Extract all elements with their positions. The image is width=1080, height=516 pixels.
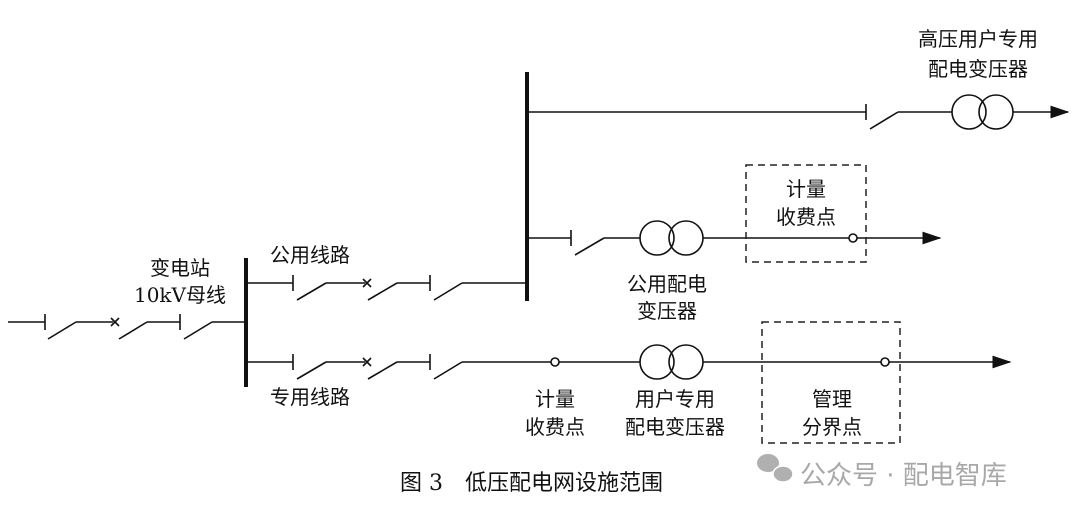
incoming-feeder bbox=[8, 314, 246, 340]
boundary-box bbox=[761, 321, 901, 444]
boundary-label: 分界点 bbox=[802, 415, 862, 439]
meter-label: 收费点 bbox=[776, 205, 836, 229]
wechat-icon bbox=[757, 454, 794, 483]
substation-label: 变电站 bbox=[150, 256, 210, 280]
private-line bbox=[246, 321, 1012, 444]
public-line-label: 公用线路 bbox=[270, 243, 350, 267]
hv-transformer-label: 配电变压器 bbox=[928, 57, 1028, 81]
user-transformer-label: 配电变压器 bbox=[625, 415, 725, 439]
watermark: 公众号 · 配电智库 bbox=[800, 461, 1007, 491]
metering-point-icon bbox=[550, 357, 560, 367]
transformer-icon bbox=[639, 220, 675, 256]
metering-box bbox=[745, 164, 867, 263]
meter-label: 计量 bbox=[786, 177, 826, 201]
substation-label: 10kV母线 bbox=[134, 283, 226, 307]
hv-transformer-label: 高压用户专用 bbox=[918, 27, 1038, 51]
public-transformer-label: 变压器 bbox=[637, 299, 697, 323]
user-transformer-label: 用户专用 bbox=[635, 387, 715, 411]
transformer-icon bbox=[951, 94, 987, 130]
figure-caption: 图 3 低压配电网设施范围 bbox=[400, 471, 663, 496]
hv-user-branch bbox=[527, 94, 1070, 130]
boundary-point-icon bbox=[880, 357, 890, 367]
meter-label: 收费点 bbox=[525, 415, 585, 439]
metering-point-icon bbox=[848, 233, 858, 243]
public-line bbox=[246, 275, 527, 301]
transformer-icon bbox=[639, 344, 675, 380]
private-line-label: 专用线路 bbox=[270, 385, 350, 409]
public-transformer-branch bbox=[527, 164, 942, 263]
boundary-label: 管理 bbox=[812, 387, 852, 411]
public-transformer-label: 公用配电 bbox=[627, 272, 707, 296]
meter-label: 计量 bbox=[535, 387, 575, 411]
